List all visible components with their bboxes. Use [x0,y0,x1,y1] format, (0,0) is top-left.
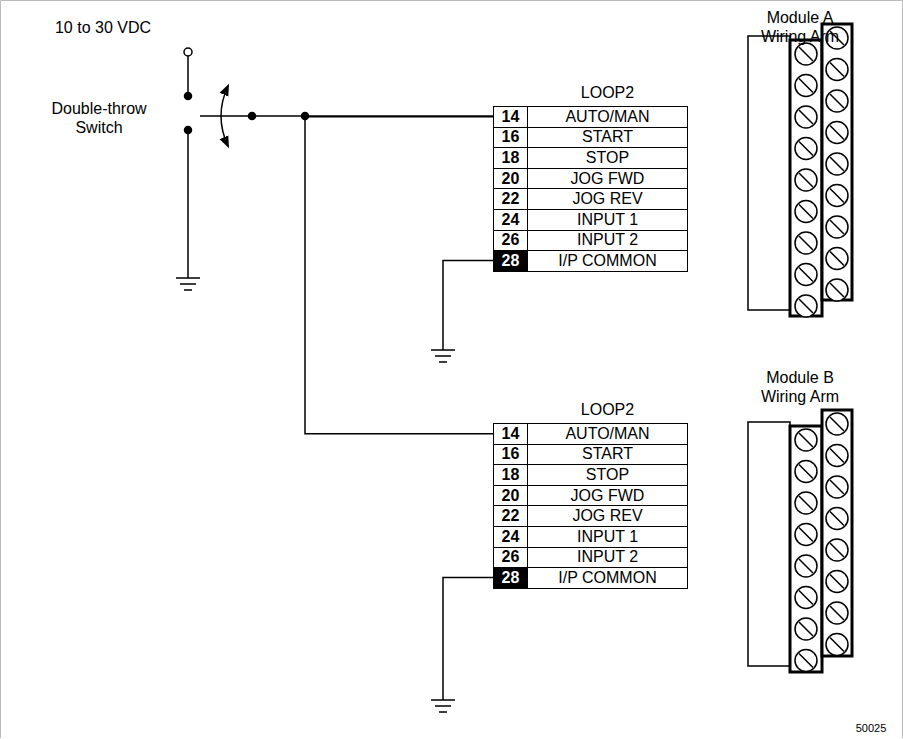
terminal-number: 20 [494,169,528,189]
signal-name: JOG REV [528,506,687,526]
terminal-number: 26 [494,231,528,251]
block-heading: LOOP2 [527,84,688,104]
terminal-row: 16START [493,444,688,466]
wire-connector [305,117,493,434]
signal-name: AUTO/MAN [528,424,687,444]
terminal-row: 20JOG FWD [493,168,688,190]
label-text: 10 to 30 VDC [33,18,173,37]
signal-name: INPUT 1 [528,527,687,547]
terminal-number: 28 [494,568,528,588]
wiring-arm [748,24,852,672]
signal-name: STOP [528,465,687,485]
terminal-row: 14AUTO/MAN [493,423,688,445]
terminal-row: 16START [493,127,688,149]
terminal-number: 28 [494,251,528,271]
terminal-number: 16 [494,445,528,465]
signal-name: INPUT 1 [528,210,687,230]
terminal-number: 24 [494,210,528,230]
wire [252,113,493,713]
signal-name: AUTO/MAN [528,107,687,127]
terminal-row: 26INPUT 2 [493,230,688,252]
terminal-row: 26INPUT 2 [493,547,688,569]
terminal-row: 28I/P COMMON [493,567,688,589]
terminal-row: 18STOP [493,147,688,169]
terminal-row: 22JOG REV [493,188,688,210]
label-text: Module A Wiring Arm [750,8,850,46]
terminal-row: 24INPUT 1 [493,209,688,231]
terminal-block: LOOP214AUTO/MAN16START18STOP20JOG FWD22J… [493,84,688,272]
terminal-number: 14 [494,424,528,444]
terminal-number: 22 [494,506,528,526]
terminal-number: 14 [494,107,528,127]
signal-name: JOG FWD [528,486,687,506]
terminal-number: 26 [494,548,528,568]
signal-name: START [528,445,687,465]
terminal-row: 18STOP [493,464,688,486]
signal-name: JOG REV [528,189,687,209]
signal-name: I/P COMMON [528,568,687,588]
terminal-number: 24 [494,527,528,547]
terminal-number: 20 [494,486,528,506]
terminal-number: 16 [494,128,528,148]
block-heading: LOOP2 [527,401,688,421]
label-text: Double-throw Switch [40,99,158,137]
figure-number: 50025 [845,722,897,735]
terminal-block: LOOP214AUTO/MAN16START18STOP20JOG FWD22J… [493,401,688,589]
signal-name: INPUT 2 [528,231,687,251]
terminal-row: 28I/P COMMON [493,250,688,272]
terminal-row: 22JOG REV [493,505,688,527]
signal-name: INPUT 2 [528,548,687,568]
terminal-row: 14AUTO/MAN [493,106,688,128]
label-text: Module B Wiring Arm [750,368,850,406]
switch-symbol [176,48,256,290]
terminal-number: 22 [494,189,528,209]
terminal-row: 24INPUT 1 [493,526,688,548]
signal-name: START [528,128,687,148]
terminal-number: 18 [494,148,528,168]
terminal-row: 20JOG FWD [493,485,688,507]
signal-name: STOP [528,148,687,168]
signal-name: JOG FWD [528,169,687,189]
terminal-screws [795,27,848,672]
terminal-number: 18 [494,465,528,485]
signal-name: I/P COMMON [528,251,687,271]
